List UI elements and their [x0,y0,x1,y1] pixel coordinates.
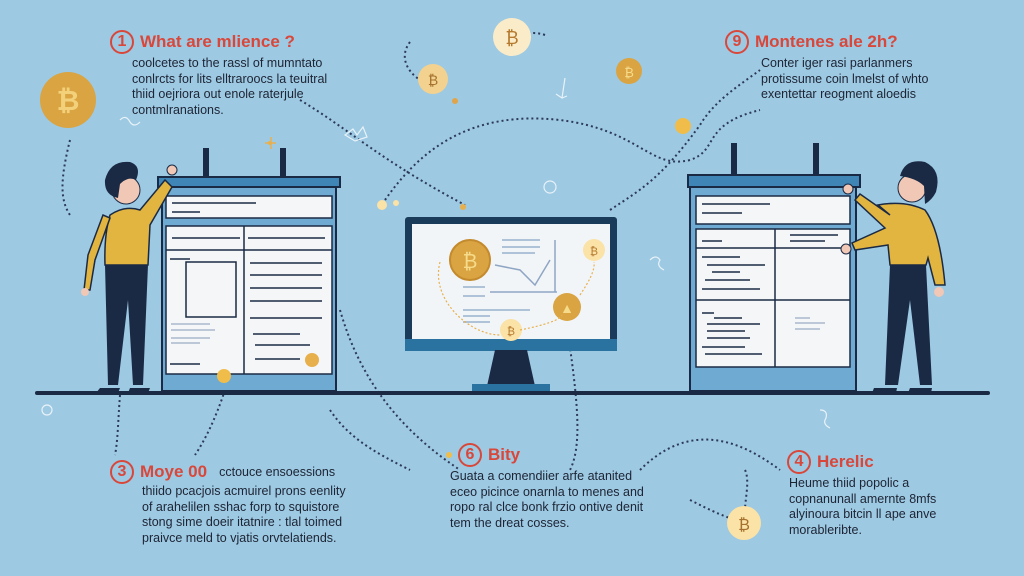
step-number-badge: 1 [110,30,134,54]
body-line: stong sime doeir itatnire : tlal toimed [142,515,343,529]
info-block-1: 1 What are mlience ? coolcetes to the ra… [110,30,327,118]
body-line: thiido pcacjois acmuirel prons eenlity [142,484,346,498]
connector-path [403,41,421,81]
connector-path [61,139,71,216]
connector-path [114,394,121,456]
body-line: protissume coin lmelst of whto [761,71,929,86]
coin-top-right: ₿ [616,58,642,84]
info-block-2: 9 Montenes ale 2h? Conter iger rasi parl… [725,30,928,103]
connector-path [299,99,466,206]
body-line: contmlranations. [132,102,224,117]
block-title: Montenes ale 2h? [755,32,898,51]
connector-path [329,409,411,471]
right-person [840,161,946,393]
info-block-4: 6 Bity Guata a comendiier arfe atanited … [450,443,644,531]
connector-path [194,389,226,456]
body-line: ropo ral clce bonk frzio ontive denit [450,500,644,514]
svg-text:₿: ₿ [57,85,80,116]
right-board [687,143,861,392]
body-line: exentettar reogment aloedis [761,87,916,101]
svg-text:₿: ₿ [738,516,750,534]
left-person [81,161,178,393]
info-block-3: 3 Moye 00 cctouce ensoessions thiido pca… [110,460,346,546]
left-board [157,148,341,392]
body-line: Heume thiid popolic a [789,476,910,490]
step-number-badge: 4 [787,450,811,474]
title-inline-text: cctouce ensoessions [219,465,336,479]
connector-path [384,109,761,201]
block-title: Moye 00 [140,462,208,481]
svg-text:₿: ₿ [590,246,598,258]
svg-text:₿: ₿ [463,251,478,273]
block-title: What are mlience ? [140,32,295,51]
step-number-badge: 6 [458,443,482,467]
body-line: conlrcts for lits elltraroocs la teuitra… [132,71,328,86]
block-title: Bity [488,445,521,464]
monitor: ₿ ▲ ₿ ₿ [405,217,617,391]
svg-text:₿: ₿ [624,65,634,80]
info-block-5: 4 Herelic Heume thiid popolic a copnanun… [787,450,936,538]
connector-path [609,69,761,211]
connector-path [339,309,461,471]
block-title: Herelic [817,452,874,471]
body-line: tem the dreat cosses. [450,515,570,530]
svg-text:₿: ₿ [428,72,438,88]
step-number-badge: 9 [725,30,749,54]
coin-top-center: ₿ [493,18,531,56]
body-line: Guata a comendiier arfe atanited [450,469,633,483]
body-line: eceo picince onarnla to menes and [450,484,644,499]
coin-bitcoin-left: ₿ [40,72,96,128]
body-line: morableribte. [789,522,862,537]
svg-text:₿: ₿ [507,326,515,338]
body-line: thiid oejriora out enole raterjule [132,87,304,101]
connector-path [639,438,781,471]
coin-bottom: ₿ [727,506,761,540]
body-line: alyinoura bitcin ll ape anve [789,507,937,521]
body-line: coolcetes to the rassl of mumntato [132,56,323,70]
coin-top-left: ₿ [418,64,448,94]
svg-text:₿: ₿ [505,28,518,48]
connector-path [744,469,749,511]
step-number-badge: 3 [110,460,134,484]
body-line: Conter iger rasi parlanmers [761,56,913,70]
body-line: of arahelilen sshac forp to squistore [142,499,340,514]
body-line: copnanunall amernte 8mfs [789,491,937,506]
svg-text:▲: ▲ [560,300,574,316]
body-line: praivce meld to vjatis orvtelatiends. [142,530,337,545]
